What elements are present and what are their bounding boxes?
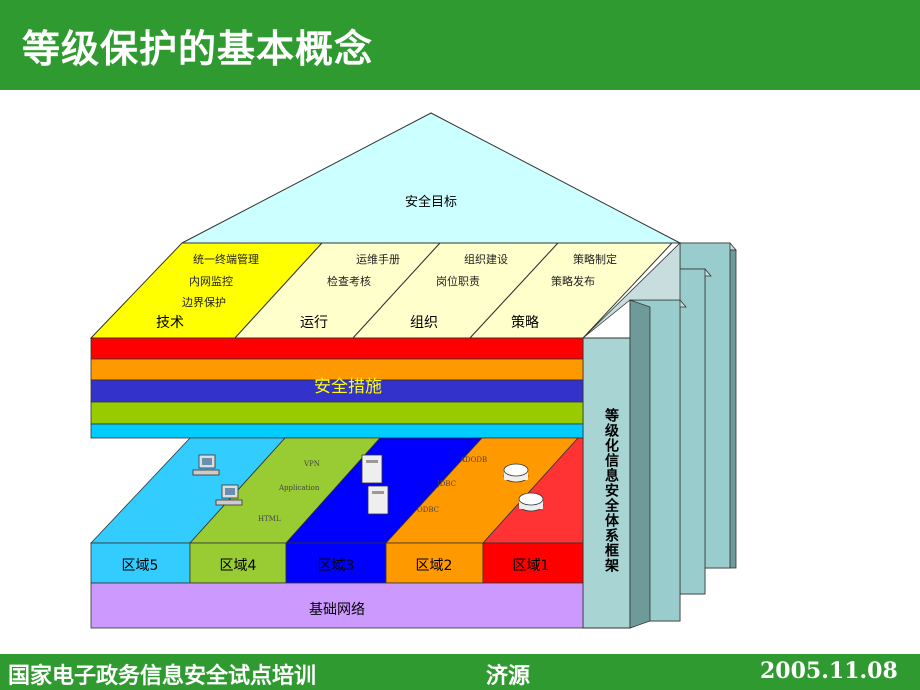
- protocol-label-html: HTML: [258, 515, 281, 523]
- strategy-label: 策略: [511, 314, 539, 331]
- computer-icon: [192, 454, 220, 476]
- protocol-label-adodb: ADODB: [459, 456, 487, 464]
- footer-date: 2005.11.08: [760, 658, 898, 684]
- org-item-2: 岗位职责: [436, 274, 480, 288]
- roof: [181, 112, 681, 244]
- zone4-label: 区域4: [220, 558, 257, 574]
- protocol-label-vpn: VPN: [303, 460, 320, 468]
- base-network: [90, 582, 584, 629]
- security-measures-bands: [90, 337, 584, 439]
- server-icon: [361, 454, 383, 484]
- zone1-label: 区域1: [513, 558, 550, 574]
- tech-label: 技术: [156, 315, 184, 331]
- strategy-item-2: 策略发布: [551, 274, 595, 288]
- slide-title: 等级保护的基本概念: [22, 27, 374, 71]
- footer-bar: 国家电子政务信息安全试点培训 济源 2005.11.08: [0, 654, 920, 690]
- org-item-1: 组织建设: [464, 252, 508, 266]
- footer-location: 济源: [486, 663, 531, 689]
- ops-label: 运行: [300, 315, 328, 331]
- org-label: 组织: [410, 315, 438, 331]
- security-measures-label: 安全措施: [314, 377, 382, 397]
- strategy-item-1: 策略制定: [573, 252, 617, 266]
- ops-item-2: 检查考核: [327, 274, 371, 288]
- zone3-label: 区域3: [318, 558, 355, 574]
- zone5-label: 区域5: [122, 558, 159, 574]
- framework-label: 等级化信息安全体系框架: [603, 407, 620, 573]
- zone-boxes: [90, 542, 584, 584]
- tech-item-3: 边界保护: [182, 295, 226, 309]
- protocol-label-jdbc: JDBC: [436, 480, 456, 488]
- title-bar: 等级保护的基本概念: [0, 0, 920, 90]
- base-network-label: 基础网络: [309, 601, 365, 618]
- ops-item-1: 运维手册: [356, 252, 400, 266]
- framework-pillars: [582, 242, 737, 629]
- roof-label: 安全目标: [405, 194, 457, 210]
- zone2-label: 区域2: [416, 558, 453, 574]
- protocol-label-application: Application: [278, 484, 320, 492]
- server-icon: [367, 485, 389, 515]
- database-icon: [518, 492, 544, 512]
- computer-icon: [215, 484, 243, 506]
- protocol-label-odbc: ODBC: [417, 506, 439, 514]
- database-icon: [503, 463, 529, 483]
- tech-item-2: 内网监控: [189, 274, 233, 288]
- tech-item-1: 统一终端管理: [193, 252, 259, 266]
- security-framework-diagram: 安全目标 等级化信息安全体系框架 统一终端管理 内网监控 边界保护 技术 运维手…: [89, 112, 737, 629]
- footer-course: 国家电子政务信息安全试点培训: [8, 663, 317, 689]
